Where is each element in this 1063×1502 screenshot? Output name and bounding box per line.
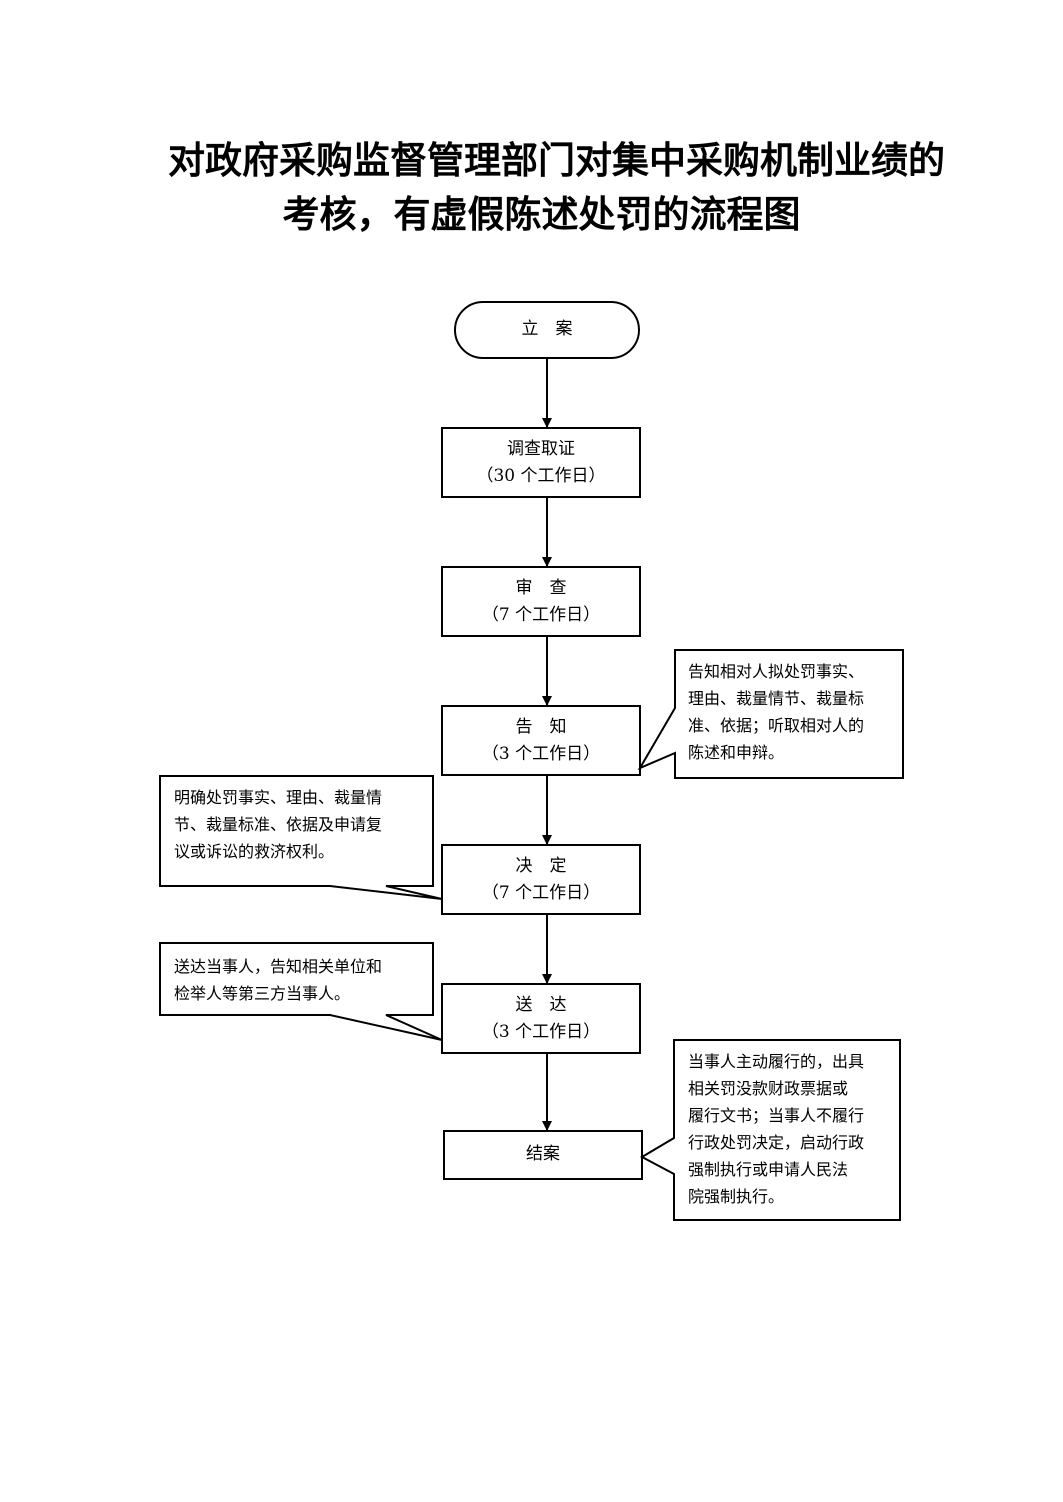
notify-note: 告知相对人拟处罚事实、 理由、裁量情节、裁量标 准、依据；听取相对人的 陈述和申…	[688, 658, 900, 766]
close-note: 当事人主动履行的，出具 相关罚没款财政票据或 履行文书；当事人不履行 行政处罚决…	[688, 1048, 898, 1210]
close-note-line: 强制执行或申请人民法	[688, 1160, 849, 1179]
step-notify-box	[441, 705, 641, 776]
decide-note-line: 议或诉讼的救济权利。	[174, 842, 335, 861]
step-deliver-label: 送 达	[515, 995, 567, 1015]
notify-note-line: 准、依据；听取相对人的	[688, 716, 865, 735]
notify-note-line: 陈述和申辩。	[688, 743, 785, 762]
step-close-label: 结案	[526, 1144, 560, 1164]
deliver-callout	[159, 942, 443, 1041]
decide-note: 明确处罚事实、理由、裁量情 节、裁量标准、依据及申请复 议或诉讼的救济权利。	[174, 784, 430, 865]
notify-note-line: 理由、裁量情节、裁量标	[688, 689, 865, 708]
step-close-box	[443, 1130, 643, 1180]
step-investigate-label: 调查取证	[507, 439, 575, 459]
step-notify-label: 告 知	[515, 717, 567, 737]
close-note-line: 相关罚没款财政票据或	[688, 1079, 849, 1098]
deliver-note: 送达当事人，告知相关单位和 检举人等第三方当事人。	[174, 953, 430, 1007]
close-note-line: 院强制执行。	[688, 1187, 785, 1206]
step-review-label: 审 查	[515, 578, 567, 598]
step-start-label: 立 案	[521, 319, 573, 339]
close-note-line: 履行文书；当事人不履行	[688, 1106, 865, 1125]
diagram-title-line2: 考核，有虚假陈述处罚的流程图	[282, 193, 801, 236]
step-investigate-box	[441, 427, 641, 498]
close-note-line: 行政处罚决定，启动行政	[688, 1133, 865, 1152]
step-notify-duration: （3 个工作日）	[481, 744, 601, 764]
step-review-box	[441, 566, 641, 637]
notify-callout	[637, 649, 904, 779]
step-decide-box	[441, 844, 641, 915]
step-review-duration: （7 个工作日）	[481, 605, 601, 625]
decide-callout	[159, 775, 443, 900]
deliver-note-line: 送达当事人，告知相关单位和	[174, 957, 383, 976]
decide-note-line: 节、裁量标准、依据及申请复	[174, 815, 383, 834]
decide-note-line: 明确处罚事实、理由、裁量情	[174, 788, 383, 807]
close-callout	[639, 1039, 901, 1221]
step-investigate-duration: （30 个工作日）	[476, 466, 606, 486]
step-deliver-duration: （3 个工作日）	[481, 1022, 601, 1042]
deliver-note-line: 检举人等第三方当事人。	[174, 984, 351, 1003]
notify-note-line: 告知相对人拟处罚事实、	[688, 662, 865, 681]
diagram-title-line1: 对政府采购监督管理部门对集中采购机制业绩的	[168, 139, 945, 182]
step-decide-label: 决 定	[515, 856, 567, 876]
step-decide-duration: （7 个工作日）	[481, 883, 601, 903]
step-deliver-box	[441, 983, 641, 1054]
close-note-line: 当事人主动履行的，出具	[688, 1052, 865, 1071]
